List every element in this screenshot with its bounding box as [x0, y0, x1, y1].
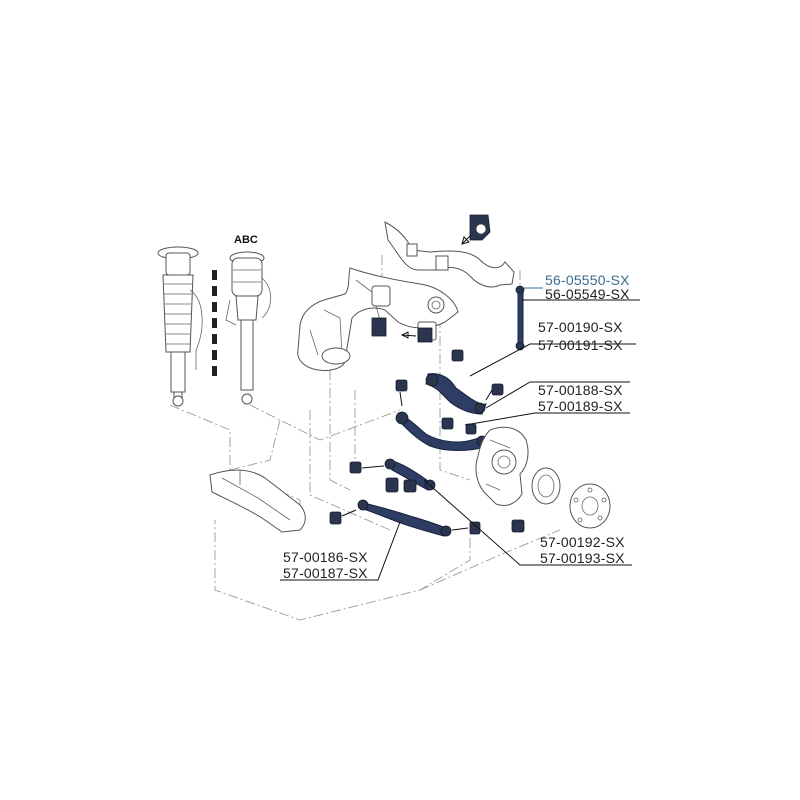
stabilizer-bushing: [461, 214, 491, 245]
part-label-57-00191[interactable]: 57-00191-SX: [538, 337, 623, 353]
part-label-57-00193[interactable]: 57-00193-SX: [540, 550, 625, 566]
knuckle-bushing: [511, 519, 525, 533]
wheel-hub-flange: [569, 483, 611, 529]
label-leader-lines: [280, 287, 640, 581]
air-strut-abc: [225, 251, 272, 405]
part-label-57-00186[interactable]: 57-00186-SX: [283, 549, 368, 565]
part-label-56-05549[interactable]: 56-05549-SX: [545, 286, 630, 302]
air-strut-standard: [157, 246, 203, 407]
part-label-56-05550[interactable]: 56-05550-SX: [545, 272, 630, 288]
part-number-labels: 56-05550-SX 56-05549-SX 57-00190-SX 57-0…: [283, 272, 630, 581]
part-label-57-00187[interactable]: 57-00187-SX: [283, 565, 368, 581]
part-label-57-00190[interactable]: 57-00190-SX: [538, 319, 623, 335]
variant-separator: [212, 270, 217, 376]
part-label-57-00192[interactable]: 57-00192-SX: [540, 534, 625, 550]
part-label-57-00189[interactable]: 57-00189-SX: [538, 398, 623, 414]
rear-subframe: [297, 267, 459, 371]
spring-link: [209, 469, 306, 533]
abc-badge: ABC: [234, 234, 258, 246]
lower-camber-link: [349, 458, 436, 493]
wheel-bearing: [531, 467, 561, 505]
lower-trailing-arm: [329, 499, 481, 537]
upper-front-control-arm: [425, 349, 504, 415]
sway-bar-end-link: [515, 285, 525, 351]
wheel-knuckle: [475, 426, 529, 507]
part-label-57-00188[interactable]: 57-00188-SX: [538, 382, 623, 398]
stabilizer-bar: [384, 221, 515, 288]
